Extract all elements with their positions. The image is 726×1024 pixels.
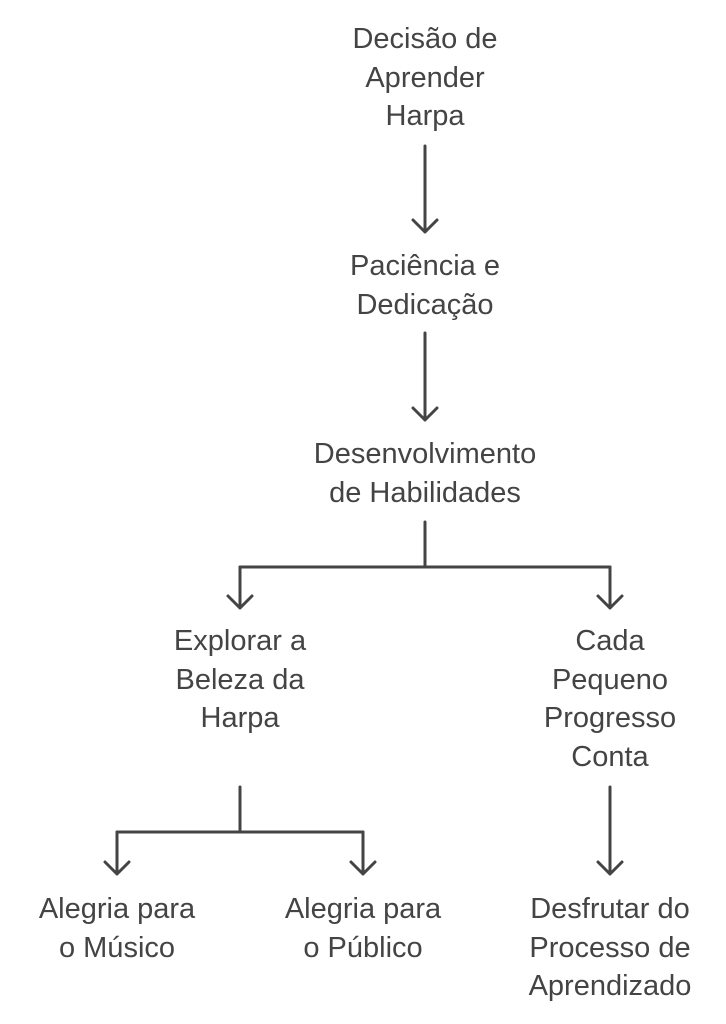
node-enjoy-process-line-2: Processo de: [529, 931, 691, 964]
node-explore-line-3: Harpa: [200, 702, 280, 734]
node-joy-musician-line-2: o Músico: [58, 931, 176, 964]
arrow-explore-to-joy-musician: [103, 830, 131, 876]
node-skills-line-2: de Habilidades: [329, 476, 521, 509]
node-explore: Explorar a Beleza da Harpa: [130, 622, 350, 738]
arrow-explore-to-joy-audience: [349, 830, 377, 876]
node-patience-line-1: Paciência e: [350, 250, 500, 282]
node-progress-line-3: Progresso: [543, 702, 677, 734]
node-joy-musician: Alegria para o Músico: [12, 890, 222, 967]
node-skills: Desenvolvimento de Habilidades: [270, 435, 580, 512]
node-decision: Decisão de Aprender Harpa: [320, 20, 530, 136]
arrow-patience-to-skills: [411, 331, 439, 422]
node-explore-line-1: Explorar a: [173, 625, 307, 657]
node-enjoy-process: Desfrutar do Processo de Aprendizado: [508, 890, 712, 1006]
arrow-progress-to-enjoy-process: [596, 785, 624, 876]
node-progress-line-4: Conta: [571, 740, 649, 773]
arrow-decision-to-patience: [411, 144, 439, 234]
node-decision-line-2: Aprender: [365, 61, 485, 94]
node-patience-line-2: Dedicação: [356, 288, 494, 321]
node-skills-line-1: Desenvolvimento: [313, 438, 537, 470]
node-joy-audience: Alegria para o Público: [256, 890, 470, 967]
node-explore-line-2: Beleza da: [175, 663, 305, 696]
node-progress-line-2: Pequeno: [551, 663, 669, 696]
node-decision-line-1: Decisão de: [352, 23, 498, 55]
node-progress: Cada Pequeno Progresso Conta: [505, 622, 715, 776]
node-joy-audience-line-1: Alegria para: [284, 893, 442, 925]
node-progress-line-1: Cada: [575, 625, 645, 657]
node-decision-line-3: Harpa: [385, 100, 465, 132]
node-enjoy-process-line-1: Desfrutar do: [530, 893, 690, 925]
node-joy-musician-line-1: Alegria para: [38, 893, 196, 925]
arrow-skills-to-explore: [226, 565, 254, 610]
arrow-skills-to-progress: [596, 565, 624, 610]
node-patience: Paciência e Dedicação: [300, 247, 550, 324]
node-enjoy-process-line-3: Aprendizado: [528, 970, 692, 1002]
node-joy-audience-line-2: o Público: [303, 931, 423, 964]
